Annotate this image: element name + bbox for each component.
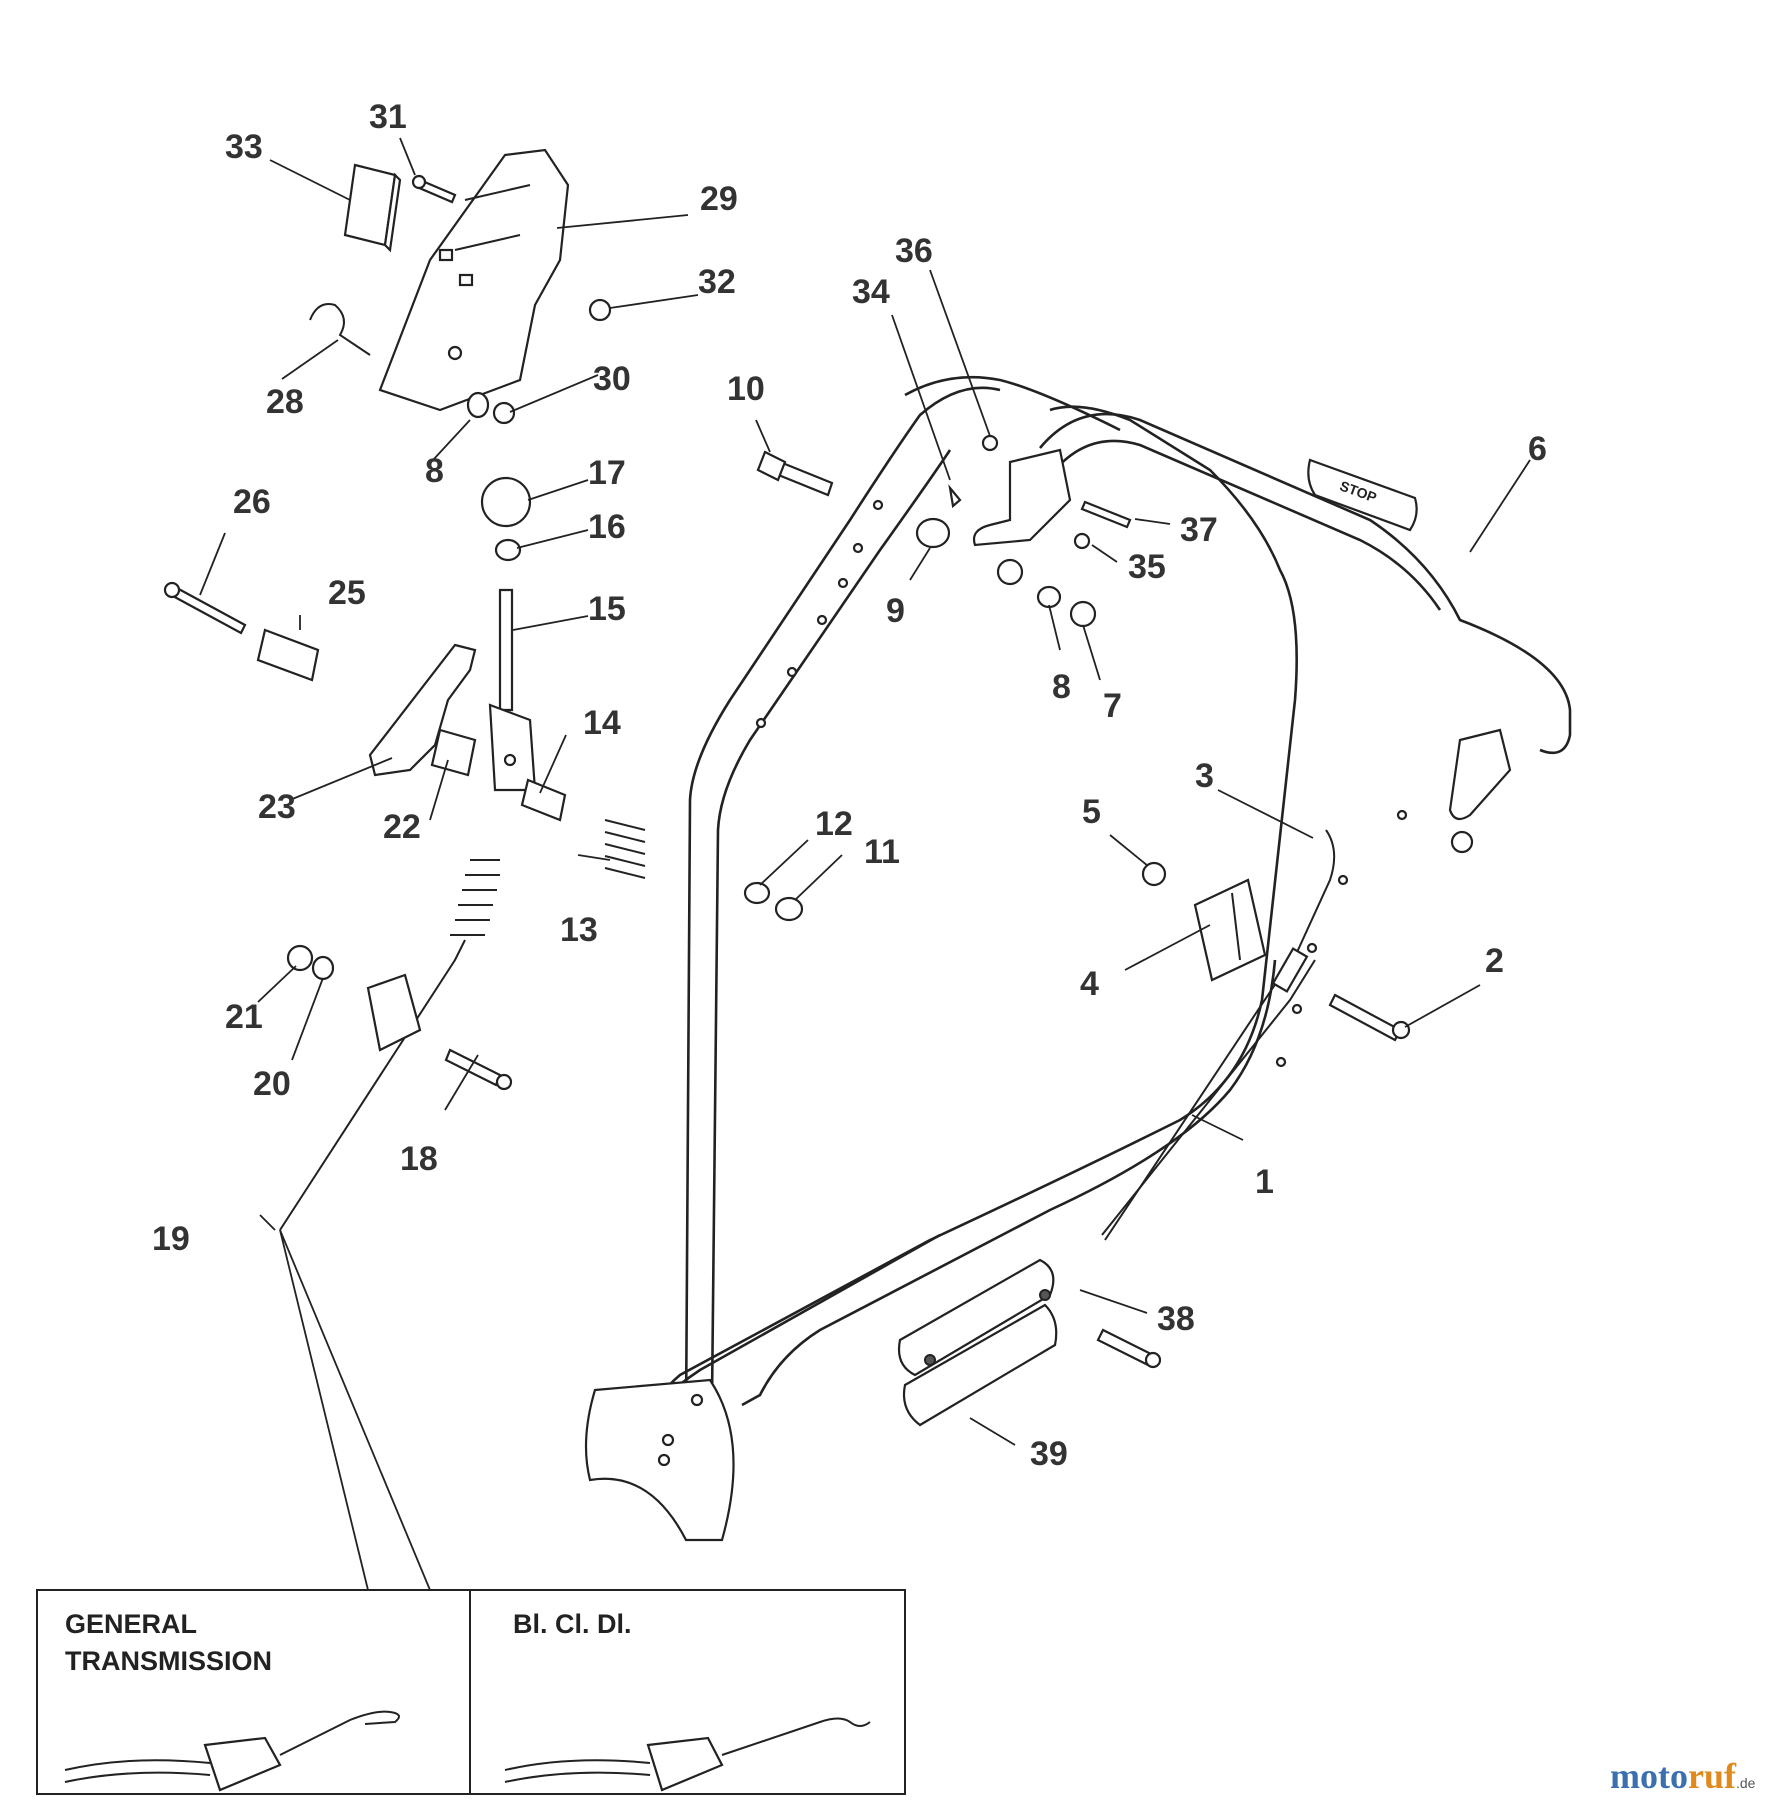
- callout-35: 35: [1128, 548, 1166, 586]
- callout-33: 33: [225, 128, 263, 166]
- callout-30: 30: [593, 360, 631, 398]
- callout-12: 12: [815, 805, 853, 843]
- lever-assembly: [163, 476, 646, 879]
- callout-labels: 1 2 3 4 5 6 7 8 8 9 10 11 12 13 14 15 16…: [152, 98, 1547, 1473]
- callout-14: 14: [583, 704, 621, 742]
- callout-9: 9: [886, 592, 905, 630]
- callout-34: 34: [852, 273, 890, 311]
- watermark-part1: moto: [1610, 1756, 1688, 1796]
- cable-assembly-19: [279, 859, 513, 1231]
- callout-28: 28: [266, 383, 304, 421]
- callout-22: 22: [383, 808, 421, 846]
- callout-39: 39: [1030, 1435, 1068, 1473]
- callout-15: 15: [588, 590, 626, 628]
- callout-38: 38: [1157, 1300, 1195, 1338]
- callout-13: 13: [560, 911, 598, 949]
- watermark-suffix: .de: [1736, 1775, 1756, 1791]
- callout-20: 20: [253, 1065, 291, 1103]
- callout-5: 5: [1082, 793, 1101, 831]
- callout-7: 7: [1103, 687, 1122, 725]
- callout-26: 26: [233, 483, 271, 521]
- watermark: motoruf.de: [1610, 1756, 1756, 1796]
- callout-32: 32: [698, 263, 736, 301]
- leader-lines: [199, 137, 1531, 1591]
- cable-variants-inset: GENERAL TRANSMISSION Bl. Cl. Dl.: [36, 1589, 906, 1795]
- callout-19: 19: [152, 1220, 190, 1258]
- callout-11: 11: [864, 833, 900, 871]
- inset-label-general: GENERAL: [65, 1609, 197, 1639]
- callout-8-left: 8: [425, 452, 444, 490]
- callout-3: 3: [1195, 757, 1214, 795]
- handle-frame: STOP: [584, 375, 1572, 1542]
- callout-18: 18: [400, 1140, 438, 1178]
- callout-10: 10: [727, 370, 765, 408]
- callout-36: 36: [895, 232, 933, 270]
- inset-label-transmission: TRANSMISSION: [65, 1646, 272, 1676]
- inset-label-bicidi: Bl. Cl. Dl.: [513, 1609, 632, 1639]
- callout-25: 25: [328, 574, 366, 612]
- cable-3: [1101, 829, 1336, 1241]
- callout-16: 16: [588, 508, 626, 546]
- callout-4: 4: [1080, 965, 1099, 1003]
- clip-part-39: [897, 1258, 1058, 1427]
- callout-29: 29: [700, 180, 738, 218]
- watermark-part2: ruf: [1688, 1756, 1737, 1796]
- switch-box-assembly: [309, 148, 612, 425]
- callout-6: 6: [1528, 430, 1547, 468]
- hardware-items: [743, 434, 1411, 1369]
- callout-23: 23: [258, 788, 296, 826]
- callout-37: 37: [1180, 511, 1218, 549]
- watermark-logo: motoruf.de: [1610, 1756, 1756, 1796]
- callout-17: 17: [588, 454, 626, 492]
- callout-21: 21: [225, 998, 263, 1036]
- callout-1: 1: [1255, 1163, 1274, 1201]
- callout-31: 31: [369, 98, 407, 136]
- block-part-4: [1193, 878, 1267, 982]
- callout-8-right: 8: [1052, 668, 1071, 706]
- callout-2: 2: [1485, 942, 1504, 980]
